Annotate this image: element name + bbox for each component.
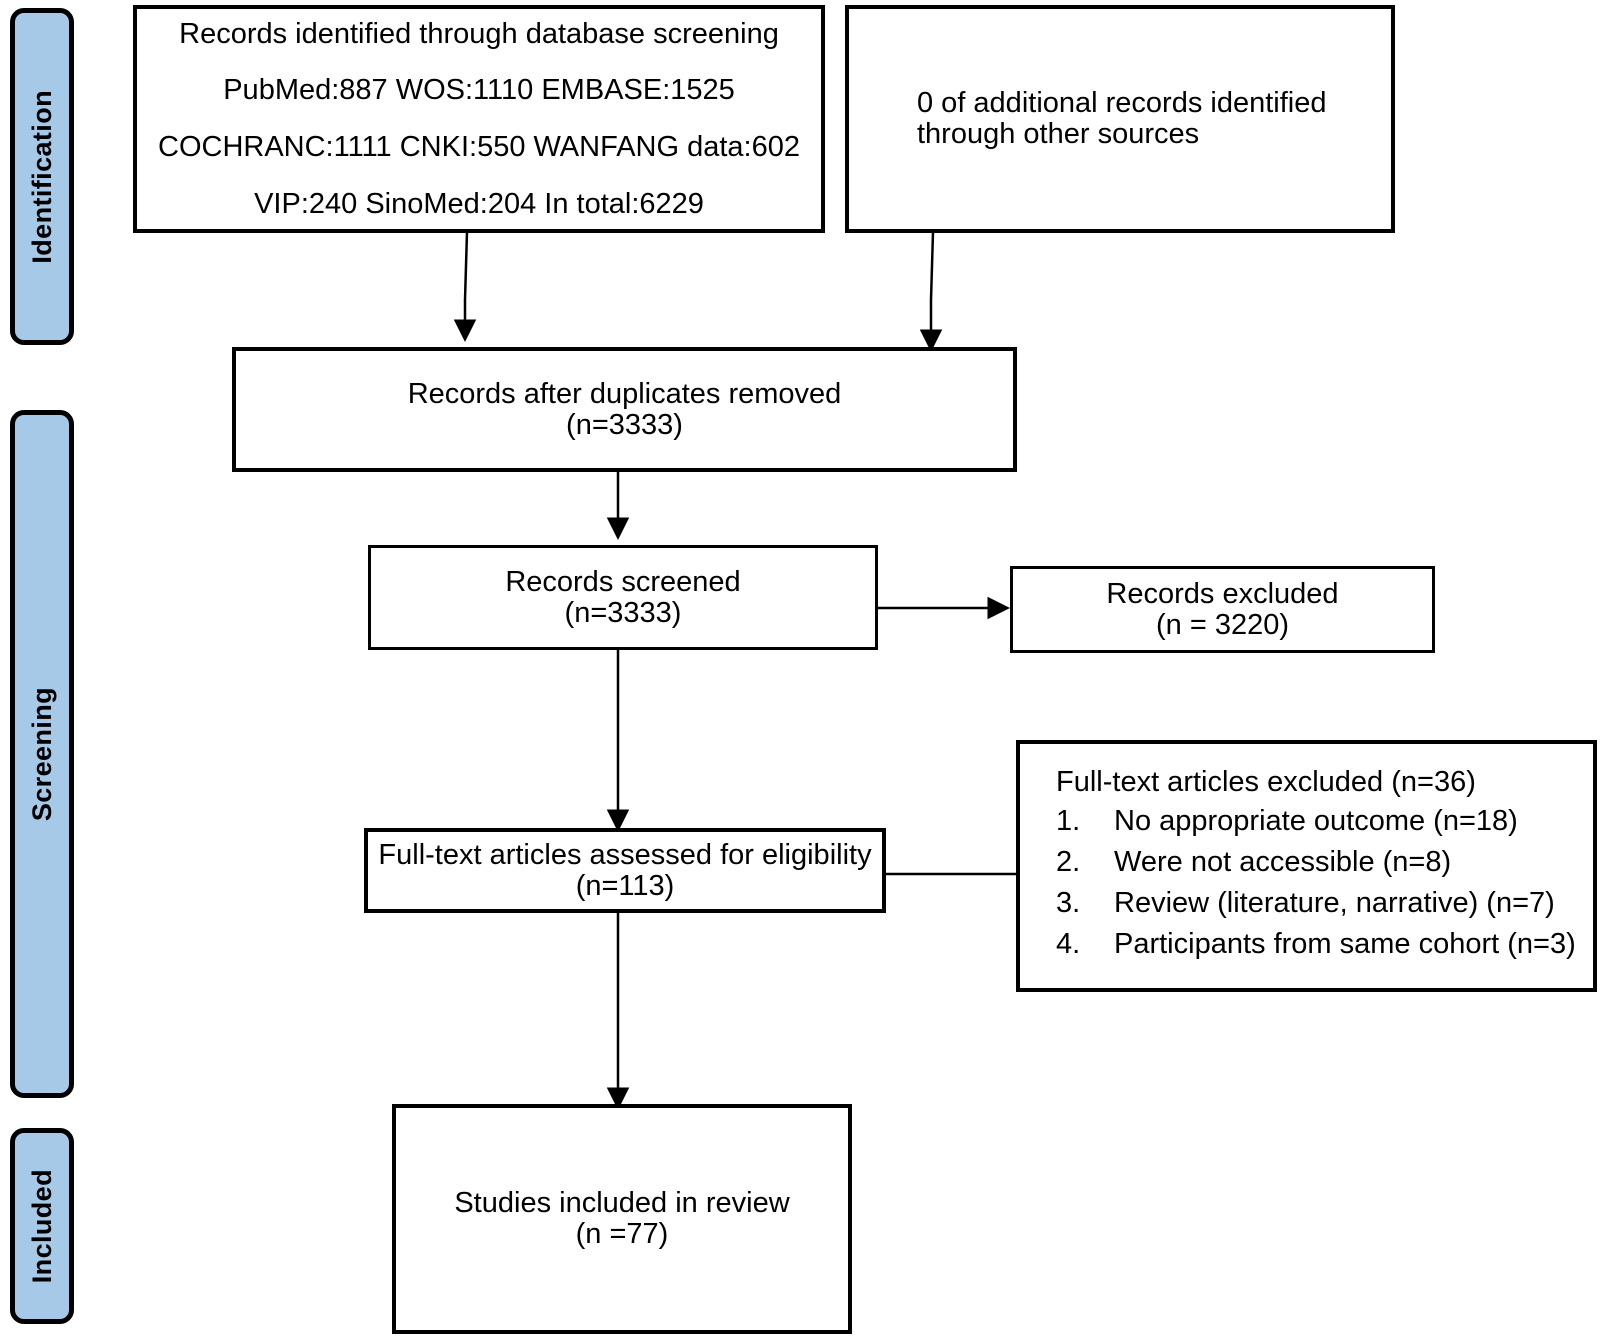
- records-excluded-line-2: (n = 3220): [1155, 608, 1289, 641]
- arrow-database-to-duplicates: [453, 231, 477, 342]
- box-records-other-sources: 0 of additional records identified throu…: [845, 5, 1395, 233]
- list-item-number: 3.: [1056, 886, 1081, 919]
- studies-included-line-1: Studies included in review: [454, 1187, 790, 1220]
- fulltext-excluded-title: Full-text articles excluded (n=36): [1056, 765, 1476, 798]
- list-item-text: Review (literature, narrative) (n=7): [1114, 886, 1555, 919]
- box-records-after-duplicates: Records after duplicates removed (n=3333…: [232, 347, 1017, 472]
- list-item: 4. Participants from same cohort (n=3): [1056, 924, 1576, 965]
- list-item-number: 4.: [1056, 928, 1081, 961]
- duplicates-line-2: (n=3333): [566, 408, 683, 441]
- list-item-text: No appropriate outcome (n=18): [1114, 804, 1518, 837]
- db-records-line-4: VIP:240 SinoMed:204 In total:6229: [254, 187, 704, 220]
- other-sources-line-2: through other sources: [917, 118, 1200, 150]
- records-excluded-line-1: Records excluded: [1106, 577, 1339, 610]
- list-item-number: 1.: [1056, 804, 1081, 837]
- box-fulltext-assessed: Full-text articles assessed for eligibil…: [364, 828, 886, 913]
- box-records-identified-database: Records identified through database scre…: [133, 5, 825, 233]
- arrow-other-sources-to-duplicates: [919, 231, 943, 352]
- fulltext-excluded-list: 1. No appropriate outcome (n=18) 2. Were…: [1056, 801, 1576, 966]
- stage-bar-screening: Screening: [10, 410, 74, 1098]
- studies-included-line-2: (n =77): [575, 1218, 669, 1250]
- other-sources-line-1: 0 of additional records identified: [917, 87, 1327, 120]
- db-records-line-1: Records identified through database scre…: [179, 17, 779, 50]
- fulltext-assessed-line-1: Full-text articles assessed for eligibil…: [378, 838, 872, 871]
- list-item-text: Participants from same cohort (n=3): [1114, 928, 1576, 961]
- fulltext-assessed-line-2: (n=113): [575, 869, 675, 902]
- stage-label-included: Included: [26, 1168, 57, 1284]
- duplicates-line-1: Records after duplicates removed: [407, 377, 842, 410]
- box-fulltext-excluded: Full-text articles excluded (n=36) 1. No…: [1016, 740, 1597, 992]
- records-screened-line-2: (n=3333): [564, 596, 682, 629]
- list-item: 2. Were not accessible (n=8): [1056, 842, 1576, 883]
- list-item-text: Were not accessible (n=8): [1114, 845, 1452, 878]
- box-studies-included: Studies included in review (n =77): [392, 1104, 852, 1334]
- db-records-line-3: COCHRANC:1111 CNKI:550 WANFANG data:602: [158, 131, 800, 163]
- list-item: 1. No appropriate outcome (n=18): [1056, 801, 1576, 842]
- stage-label-identification: Identification: [26, 89, 57, 264]
- list-item: 3. Review (literature, narrative) (n=7): [1056, 883, 1576, 924]
- stage-label-screening: Screening: [26, 686, 57, 822]
- box-records-screened: Records screened (n=3333): [368, 545, 878, 650]
- list-item-number: 2.: [1056, 845, 1081, 878]
- stage-bar-included: Included: [10, 1128, 74, 1324]
- box-records-excluded: Records excluded (n = 3220): [1010, 566, 1435, 653]
- stage-bar-identification: Identification: [10, 8, 74, 345]
- db-records-line-2: PubMed:887 WOS:1110 EMBASE:1525: [223, 74, 735, 107]
- records-screened-line-1: Records screened: [505, 565, 741, 598]
